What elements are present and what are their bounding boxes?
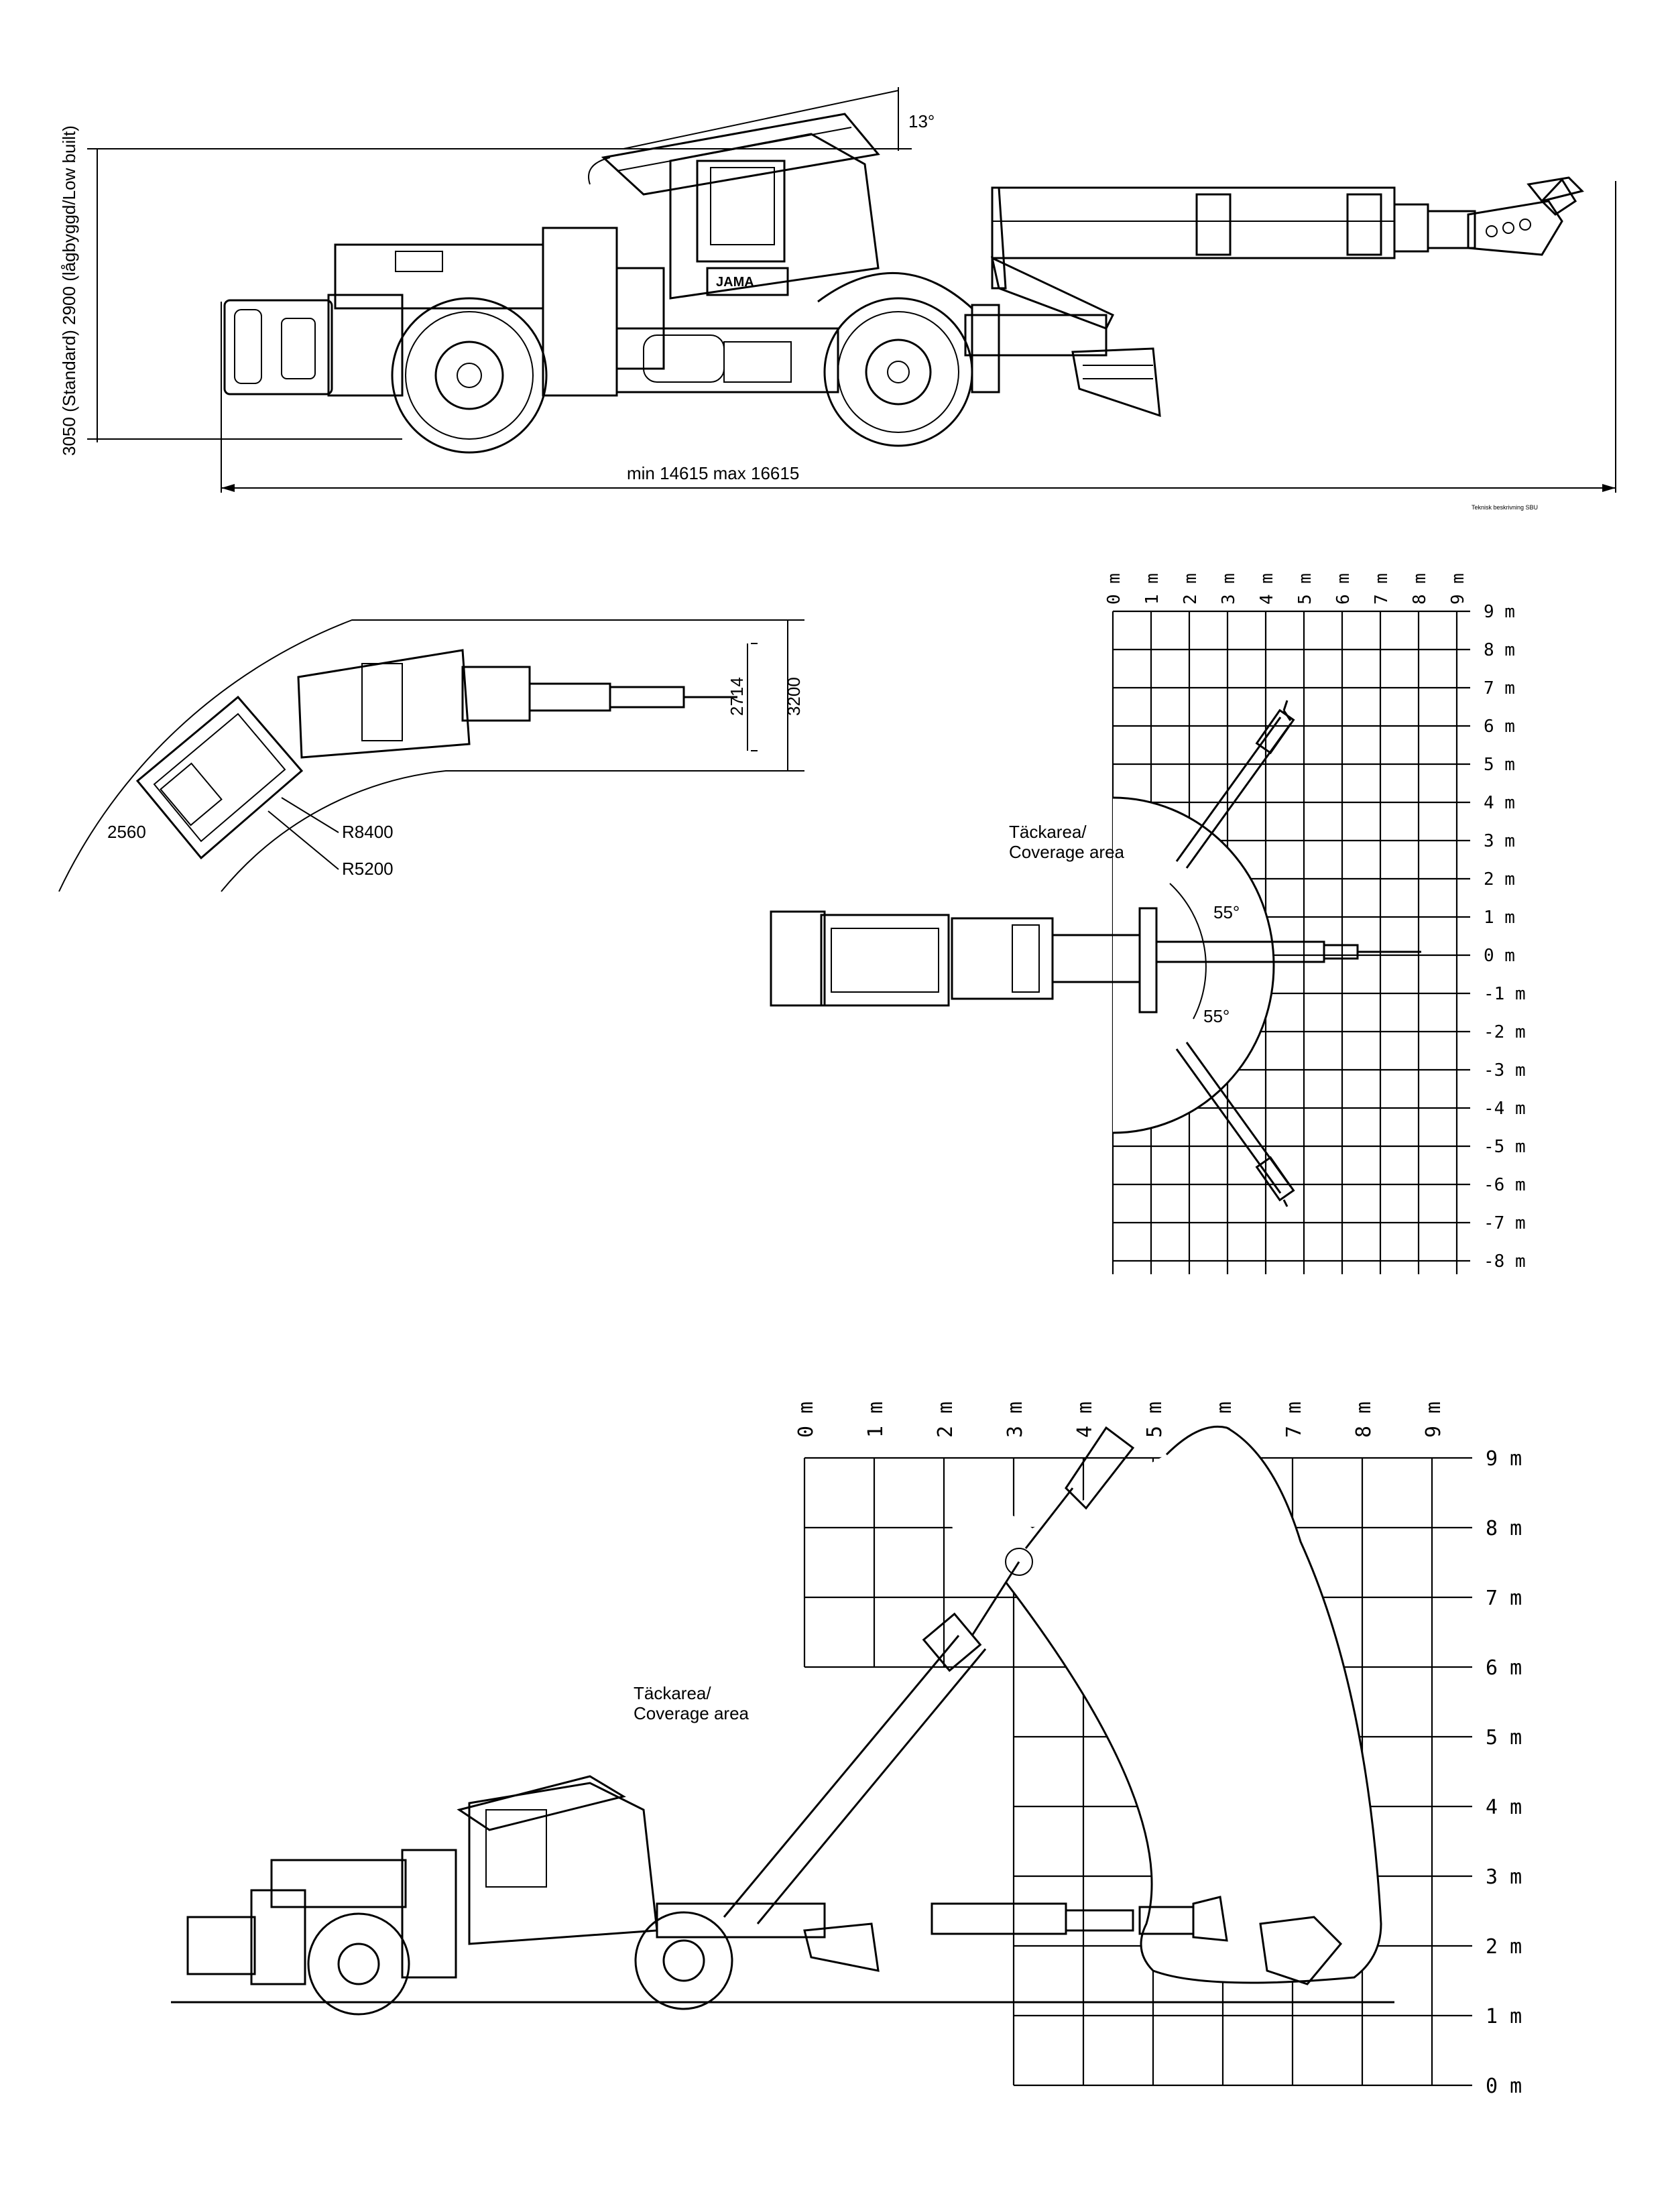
plan-x-label: 3 m xyxy=(1219,573,1239,605)
inner-radius-arc xyxy=(221,770,804,892)
swing-down-label: 55° xyxy=(1203,1006,1230,1026)
plan-y-label: 9 m xyxy=(1484,602,1515,622)
machine-side-body-small xyxy=(186,1426,1343,2016)
elev-y-label: 4 m xyxy=(1486,1796,1522,1819)
side-view: 3050 (Standard) 2900 (lågbyggd/Low built… xyxy=(59,87,1616,511)
elev-y-label: 5 m xyxy=(1486,1726,1522,1749)
plan-x-label: 7 m xyxy=(1372,573,1392,605)
plan-x-label: 4 m xyxy=(1257,573,1277,605)
elev-y-label: 6 m xyxy=(1486,1656,1522,1680)
roof-angle-line xyxy=(623,90,899,149)
machine-top-body-turning xyxy=(135,649,737,860)
plan-x-label: 9 m xyxy=(1448,573,1468,605)
elev-y-label: 7 m xyxy=(1486,1587,1522,1610)
elev-y-label: 2 m xyxy=(1486,1935,1522,1959)
plan-y-label: -5 m xyxy=(1484,1137,1526,1157)
plan-y-label: 4 m xyxy=(1484,793,1515,813)
top-view: 2714 3200 2560 R8400 R5200 xyxy=(58,619,804,892)
plan-coverage-label-2: Coverage area xyxy=(1009,842,1125,862)
coverage-arc-plan xyxy=(1112,796,1275,1134)
brand-plate xyxy=(706,267,789,296)
elev-x-label: 7 m xyxy=(1282,1402,1306,1438)
elev-x-label: 3 m xyxy=(1004,1402,1027,1438)
outer-width-label: 3200 xyxy=(784,677,804,716)
rear-width-label: 2560 xyxy=(107,822,146,842)
machine-top-body-straight xyxy=(770,700,1421,1207)
plan-y-label: 7 m xyxy=(1484,678,1515,698)
plan-y-label: -2 m xyxy=(1484,1022,1526,1042)
plan-y-label: -6 m xyxy=(1484,1175,1526,1195)
elev-x-label: 1 m xyxy=(864,1402,888,1438)
elevation-grid: 0 m 1 m 2 m 3 m 4 m 5 m 6 m 7 m 8 m 9 m 9 m 8 m 7 m… xyxy=(171,1402,1522,2098)
plan-coverage-label-1: Täckarea/ xyxy=(1009,822,1087,842)
elev-coverage-label-1: Täckarea/ xyxy=(634,1683,711,1703)
plan-x-label: 2 m xyxy=(1181,573,1201,605)
plan-y-label: -1 m xyxy=(1484,984,1526,1004)
swing-up-label: 55° xyxy=(1213,902,1240,922)
plan-x-label: 6 m xyxy=(1333,573,1354,605)
coverage-envelope xyxy=(1004,1425,1382,1984)
length-label: min 14615 max 16615 xyxy=(627,463,799,483)
plan-y-label: -4 m xyxy=(1484,1099,1526,1119)
brand-logo: JAMA xyxy=(716,275,754,290)
plan-y-label: 6 m xyxy=(1484,717,1515,737)
elev-y-label: 9 m xyxy=(1486,1447,1522,1471)
plan-grid: 0 m 1 m 2 m 3 m 4 m 5 m 6 m 7 m 8 m 9 m 9 m 8 m 7 m… xyxy=(770,573,1526,1274)
elev-y-label: 8 m xyxy=(1486,1517,1522,1540)
plan-y-label: -7 m xyxy=(1484,1213,1526,1233)
radius-outer-label: R8400 xyxy=(342,822,394,842)
machine-side-body: JAMA xyxy=(223,113,1584,454)
elev-y-label: 0 m xyxy=(1486,2075,1522,2098)
plan-x-label: 5 m xyxy=(1295,573,1315,605)
radius-inner-label: R5200 xyxy=(342,859,394,879)
plan-y-label: -8 m xyxy=(1484,1251,1526,1272)
swing-arc xyxy=(1169,883,1207,1020)
elev-x-label: 8 m xyxy=(1352,1402,1376,1438)
plan-x-label: 1 m xyxy=(1142,573,1162,605)
elev-x-label: 4 m xyxy=(1073,1402,1097,1438)
elev-x-label: 9 m xyxy=(1422,1402,1445,1438)
outer-radius-arc xyxy=(58,619,804,892)
plan-y-label: 0 m xyxy=(1484,946,1515,966)
plan-x-label: 8 m xyxy=(1410,573,1430,605)
footnote: Teknisk beskrivning SBU xyxy=(1472,504,1538,511)
plan-x-label: 0 m xyxy=(1104,573,1124,605)
plan-y-label: 5 m xyxy=(1484,755,1515,775)
elev-x-label: 0 m xyxy=(794,1402,818,1438)
plan-y-label: 2 m xyxy=(1484,869,1515,889)
elev-coverage-label-2: Coverage area xyxy=(634,1703,750,1723)
plan-y-label: 3 m xyxy=(1484,831,1515,851)
plan-y-label: 8 m xyxy=(1484,640,1515,660)
plan-y-label: -3 m xyxy=(1484,1060,1526,1081)
elev-x-label: 2 m xyxy=(934,1402,957,1438)
height-label: 3050 (Standard) 2900 (lågbyggd/Low built… xyxy=(59,125,79,456)
elev-x-label: 5 m xyxy=(1143,1402,1166,1438)
elev-y-label: 1 m xyxy=(1486,2005,1522,2028)
angle-label: 13° xyxy=(908,111,935,131)
plan-y-label: 1 m xyxy=(1484,908,1515,928)
elev-y-label: 3 m xyxy=(1486,1865,1522,1889)
